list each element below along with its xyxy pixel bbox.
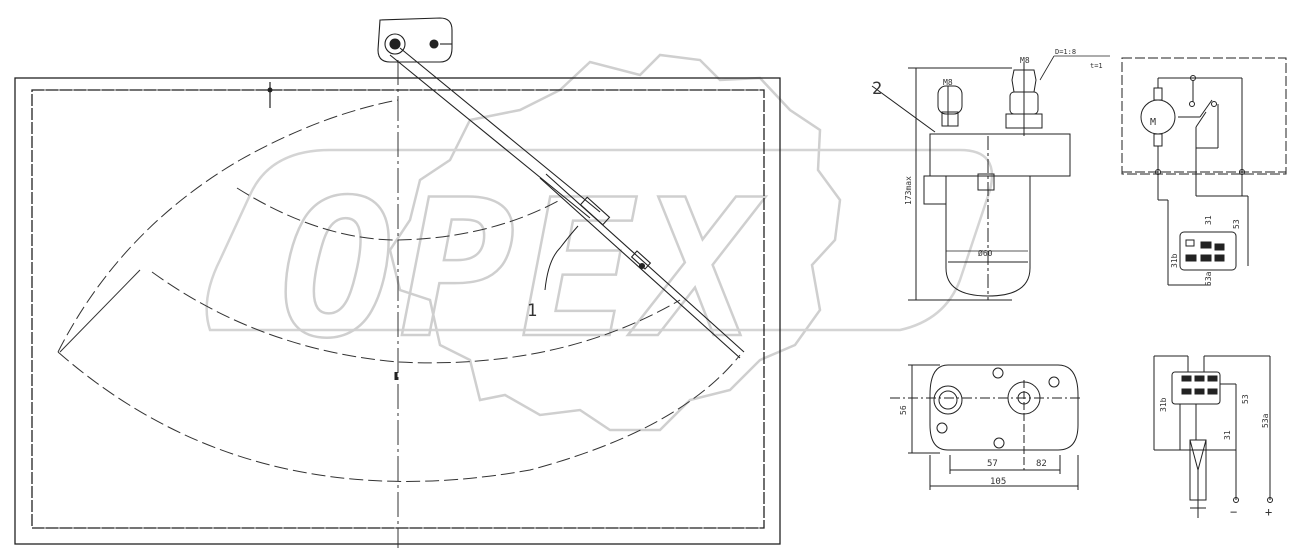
top-pin-31: 31 [1204, 215, 1213, 225]
top-wiring-diagram [1121, 57, 1287, 286]
bottom-pin-31b: 31b [1159, 397, 1168, 412]
bottom-wiring-diagram [1153, 355, 1273, 518]
callout-1: 1 [527, 301, 537, 321]
opex-watermark: OPEX [205, 53, 994, 432]
top-pin-31b: 31b [1170, 253, 1179, 268]
top-pin-53: 53 [1232, 219, 1241, 229]
motor-symbol: M [1150, 117, 1156, 128]
bottom-pin-53: 53 [1241, 394, 1250, 404]
watermark-text: OPEX [280, 159, 766, 380]
minus-terminal: − [1230, 505, 1237, 519]
thread-note-a: D=1:8 [1055, 48, 1076, 56]
wiper-arm [377, 17, 745, 359]
callout-2: 2 [872, 79, 882, 99]
bottom-dim-b: 82 [1036, 459, 1047, 469]
bottom-height-dim: 56 [899, 405, 908, 415]
plus-terminal: + [1265, 505, 1272, 519]
bottom-pin-31: 31 [1223, 430, 1232, 440]
top-pin-53a: 53a [1204, 271, 1213, 286]
motor-side-view [871, 62, 1071, 301]
wipe-arcs [57, 99, 741, 482]
thread-right-label: M8 [1020, 56, 1030, 65]
leader-1 [544, 225, 579, 291]
height-dimension: 173max [904, 176, 913, 205]
bottom-dim-a: 57 [987, 459, 998, 469]
bottom-dim-total: 105 [990, 477, 1006, 487]
thread-left-label: M8 [943, 78, 953, 87]
motor-bottom-view [890, 364, 1082, 490]
reference-dot [267, 87, 273, 93]
thread-note-b: t=1 [1090, 62, 1103, 70]
bottom-pin-53a: 53a [1261, 413, 1270, 428]
thread-leader [1039, 55, 1055, 81]
diameter-dimension: Ø60 [978, 248, 993, 258]
